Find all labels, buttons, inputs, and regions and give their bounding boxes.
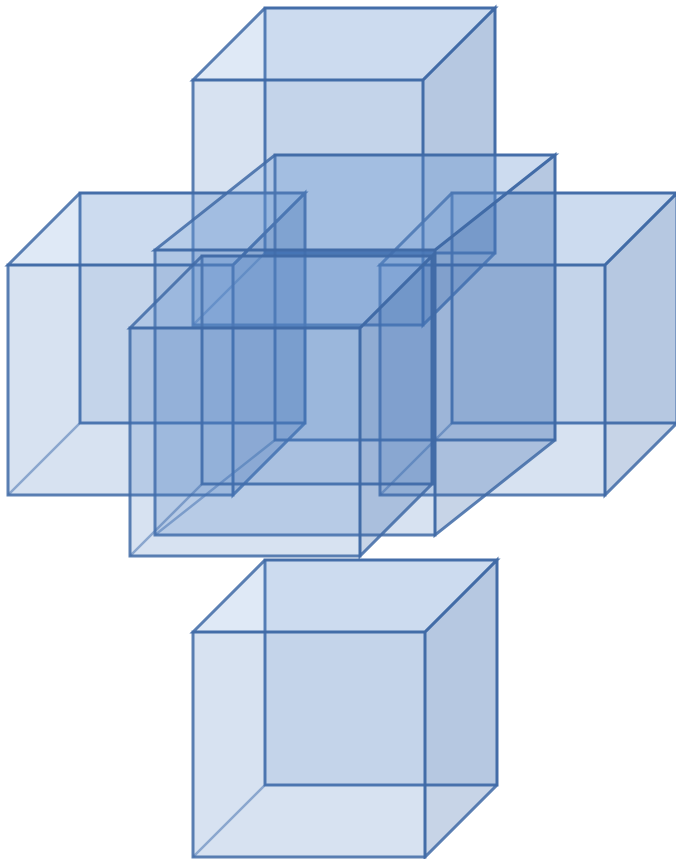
front-center-cube bbox=[130, 256, 432, 556]
front-center-cube-front-face bbox=[130, 328, 360, 556]
bottom-cube-front-face bbox=[193, 632, 425, 857]
bottom-cube bbox=[193, 560, 497, 857]
